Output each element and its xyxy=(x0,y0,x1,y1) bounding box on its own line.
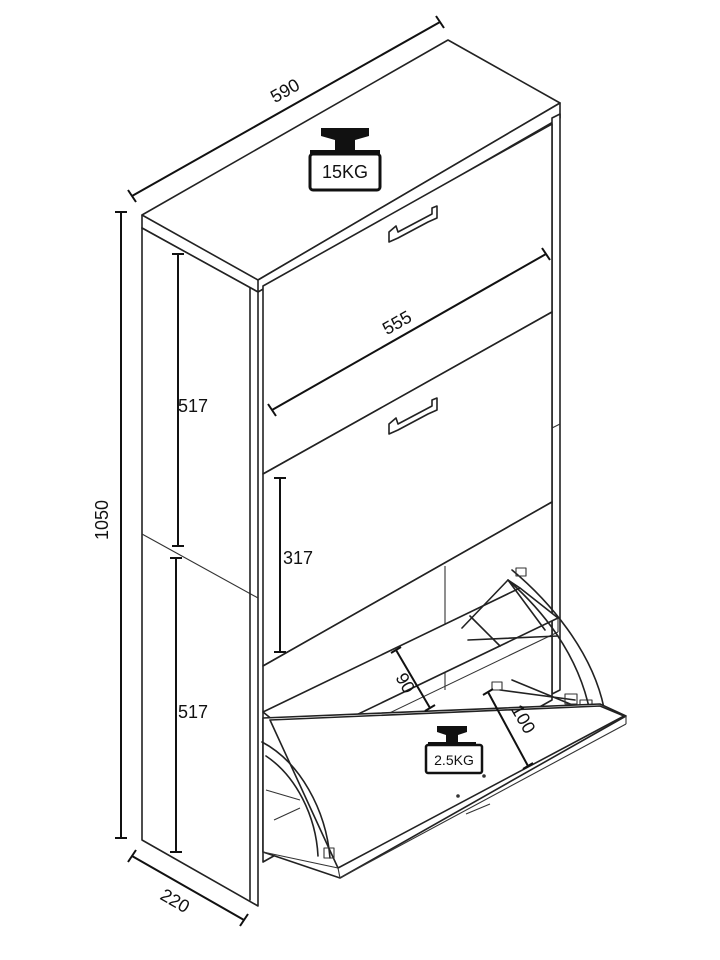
left-strut-2 xyxy=(273,807,301,821)
dim-label-height: 1050 xyxy=(92,500,112,540)
screw-dot xyxy=(482,774,486,778)
dim-tick xyxy=(127,849,137,863)
middle-door-handle xyxy=(388,397,438,435)
weight-badge-flap: 2.5KG xyxy=(424,726,484,775)
flap-edge-thick xyxy=(337,867,341,879)
side-joint-line xyxy=(141,533,259,599)
flap-bottom-edge xyxy=(262,851,339,869)
arc-hinge-top xyxy=(515,567,527,577)
dim-line-shelf-b xyxy=(487,691,529,767)
left-arc-outer xyxy=(261,741,331,859)
dim-tick xyxy=(239,913,249,927)
dim-label-depth: 220 xyxy=(157,885,193,917)
dim-tick xyxy=(541,247,551,261)
right-joint-line xyxy=(551,423,561,429)
dim-label-upper: 517 xyxy=(178,396,208,416)
cabinet-left-side xyxy=(141,227,259,907)
flap-lower-thick xyxy=(339,723,627,879)
dim-tick xyxy=(424,704,436,712)
left-arc-inner xyxy=(265,755,319,857)
dim-label-flap: 317 xyxy=(283,548,313,568)
dim-label-lower: 517 xyxy=(178,702,208,722)
dim-tick xyxy=(435,15,445,29)
dim-tick xyxy=(127,189,137,203)
dim-line-depth xyxy=(131,855,245,921)
right-arc-inner xyxy=(507,579,591,713)
flap-handle-slot xyxy=(465,803,491,815)
left-strut xyxy=(265,789,301,801)
upper-door-handle xyxy=(388,205,438,243)
dim-line-width xyxy=(131,21,441,197)
weight-icon xyxy=(428,726,476,747)
weight-badge-top: 15KG xyxy=(308,128,382,192)
weight-label-flap: 2.5KG xyxy=(434,752,474,768)
right-arc-outer xyxy=(511,569,605,709)
dim-tick xyxy=(482,688,494,696)
left-arc-hinge xyxy=(323,847,335,859)
weight-icon xyxy=(310,128,380,156)
weight-label-top: 15KG xyxy=(322,162,368,182)
lower-flap-face xyxy=(269,705,625,869)
dim-line-inner-width xyxy=(271,253,547,411)
screw-dot xyxy=(456,794,460,798)
dim-tick xyxy=(267,403,277,417)
dim-tick xyxy=(390,646,402,654)
cabinet-right-side xyxy=(551,113,561,695)
dim-tick xyxy=(522,762,534,770)
dim-line-shelf-a xyxy=(395,649,431,709)
